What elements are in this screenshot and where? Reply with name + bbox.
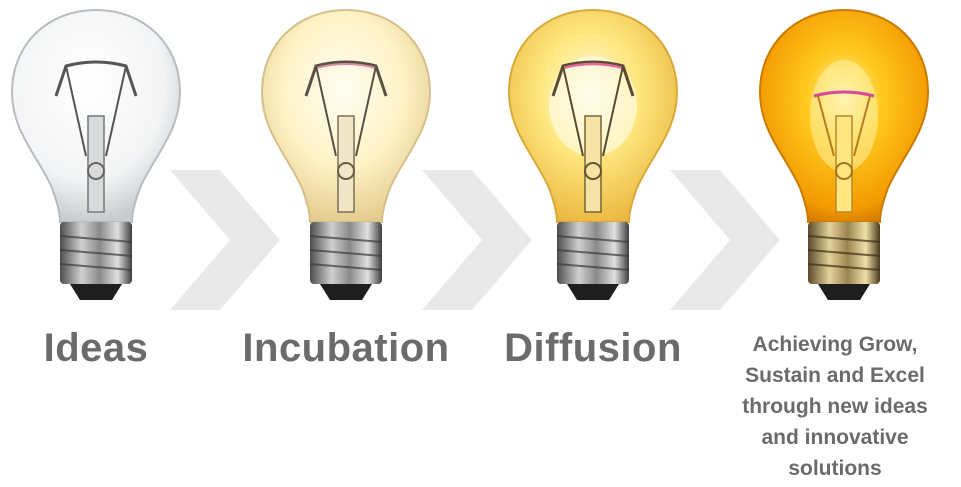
- chevron-right-icon: [422, 170, 532, 310]
- stage-label-achieving: Achieving Grow, Sustain and Excel throug…: [716, 329, 954, 484]
- stage-label-line: and innovative: [761, 426, 909, 449]
- light-bulb-icon: [10, 8, 182, 300]
- light-bulb-icon: [507, 8, 679, 300]
- chevron-right-icon: [170, 170, 280, 310]
- light-bulb-icon: [758, 8, 930, 300]
- chevron-right-icon: [670, 170, 780, 310]
- stage-label-incubation: Incubation: [242, 326, 450, 370]
- light-bulb-icon: [260, 8, 432, 300]
- stage-label-diffusion: Diffusion: [504, 326, 682, 370]
- stage-label-line: Achieving Grow,: [752, 333, 918, 356]
- stage-label-ideas: Ideas: [43, 326, 149, 370]
- stage-label-line: solutions: [788, 457, 882, 480]
- stage-label-line: Sustain and Excel: [745, 364, 925, 387]
- stage-label-line: through new ideas: [742, 395, 928, 418]
